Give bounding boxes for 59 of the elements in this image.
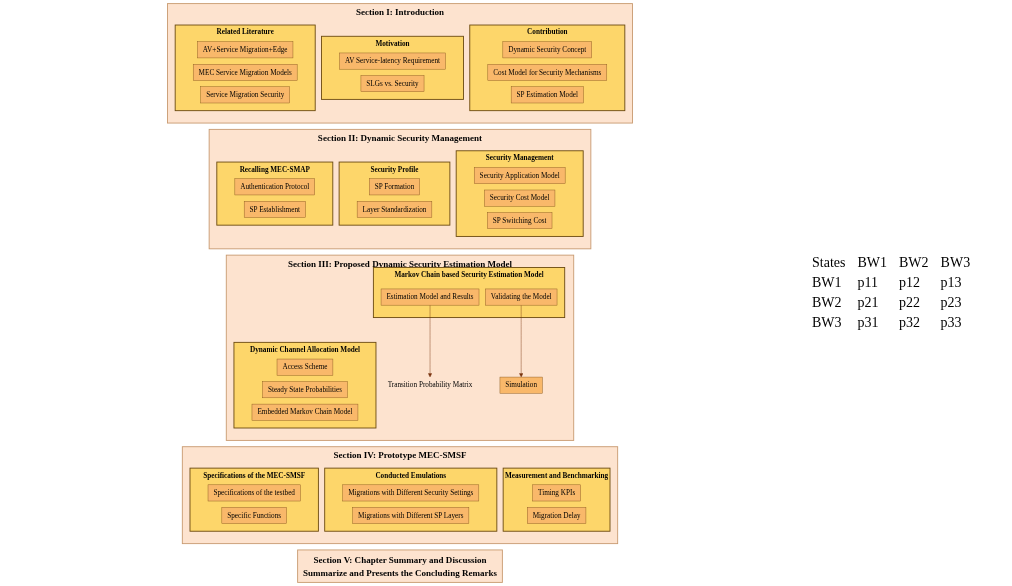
matrix-cell-text: BW1 [811,274,843,292]
node-box [251,403,359,421]
cluster [469,24,626,112]
node-box [510,86,584,104]
cluster [167,3,633,124]
cluster [338,161,451,226]
node-box [487,212,553,229]
node-box [352,507,470,524]
node-box [243,201,306,218]
cluster [189,467,319,532]
matrix-cell-text: BW2 [898,254,930,272]
matrix-cell-text: p33 [939,314,963,332]
node-box [380,288,480,306]
matrix-cell-text: p31 [856,314,880,332]
node-box [527,507,587,524]
node-box [234,178,315,196]
matrix-cell-text: BW1 [856,254,888,272]
cluster [216,161,334,226]
cluster [324,467,498,532]
cluster [174,24,316,112]
node-box [200,86,290,104]
matrix-cell-text: p21 [856,294,880,312]
matrix-cell-text: BW3 [939,254,972,272]
node-box [484,189,556,207]
matrix-cell-text: p22 [898,294,921,312]
node-box [369,178,420,196]
node-box [221,507,287,524]
cluster [372,267,566,318]
node-box [193,64,298,81]
node-box [262,381,348,399]
node-box [360,75,425,92]
node-box [487,64,607,81]
node-box [197,41,294,59]
cluster [321,35,464,100]
matrix-cell-text: p12 [898,274,921,292]
node-box [532,484,581,502]
node-box [207,484,301,502]
cluster [455,150,584,237]
cluster [233,341,377,429]
node-box [297,549,503,583]
matrix-cell-text: p23 [939,294,963,312]
matrix-cell-text: BW2 [811,294,843,312]
matrix-cell-text: p32 [898,314,921,332]
matrix-cell-text: p13 [939,274,963,292]
node-box [502,41,592,59]
cluster [208,128,592,250]
node-box [499,376,543,394]
node-box [485,288,558,306]
node-box [474,167,566,184]
matrix-cell-text: BW3 [811,314,843,332]
node-box [342,484,480,502]
node-box [276,358,334,376]
matrix-cell-text: p11 [856,274,879,292]
cluster [502,467,611,532]
node-box [339,52,446,70]
matrix-cell-text: States [811,254,847,272]
node-box [356,201,433,218]
cluster [181,446,619,545]
cluster [225,254,575,441]
